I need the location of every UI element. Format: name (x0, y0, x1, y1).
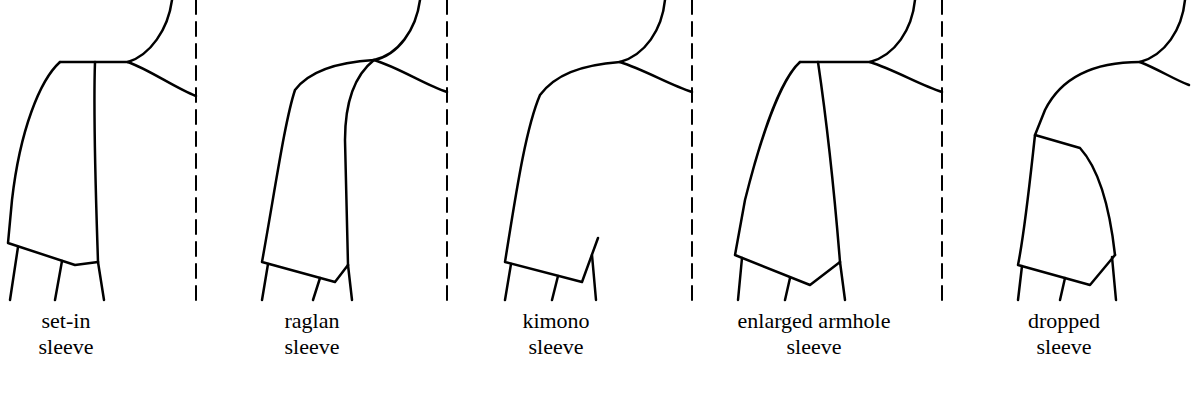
sleeve-label: set-in sleeve (16, 308, 116, 361)
sleeve-label: enlarged armhole sleeve (719, 308, 909, 361)
enlarged-armhole-figure (735, 0, 942, 300)
sleeve-label: kimono sleeve (504, 308, 609, 361)
dropped-figure (1018, 0, 1189, 300)
sleeve-label: dropped sleeve (1012, 308, 1117, 361)
raglan-figure (262, 0, 447, 300)
set-in-figure (8, 0, 196, 300)
sleeve-label: raglan sleeve (262, 308, 362, 361)
kimono-figure (505, 0, 692, 300)
